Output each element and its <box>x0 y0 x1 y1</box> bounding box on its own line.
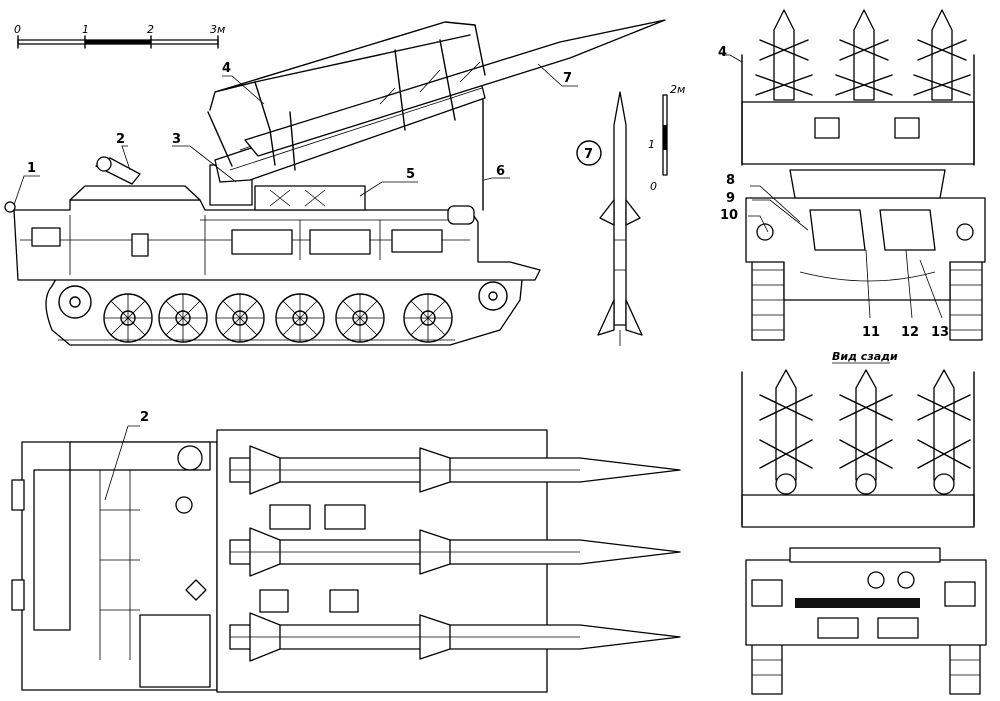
missile-tail-fins <box>597 299 643 336</box>
callout-8: 8 <box>726 173 735 188</box>
left-track-front <box>751 254 785 341</box>
callout-12: 12 <box>901 325 919 340</box>
rear-view: Вид сзади <box>741 350 987 695</box>
scale-tick-3m: 3м <box>210 23 225 36</box>
scale-tick-1: 1 <box>82 23 89 36</box>
front-view: 4 8 9 10 11 12 13 <box>718 9 986 341</box>
spotlight <box>95 156 141 185</box>
right-track-front <box>949 254 983 341</box>
missile-scale: 2м 1 0 <box>648 83 685 193</box>
missile-scale-1: 1 <box>648 138 655 151</box>
missile-wings <box>599 199 641 226</box>
launcher-rear <box>741 494 975 528</box>
rear-missiles <box>759 369 971 495</box>
callout-4-front: 4 <box>718 45 727 60</box>
missile-scale-0: 0 <box>650 180 657 193</box>
callout-13: 13 <box>931 325 949 340</box>
callout-6: 6 <box>496 164 505 179</box>
launcher-front <box>741 101 975 165</box>
missile-on-launcher <box>244 19 666 157</box>
callout-10: 10 <box>720 208 738 223</box>
missile-scale-2m: 2м <box>670 83 685 96</box>
callout-3: 3 <box>172 132 181 147</box>
missile-body <box>613 91 627 326</box>
road-wheels <box>58 281 508 343</box>
scale-tick-2: 2 <box>147 23 154 36</box>
callout-1: 1 <box>27 161 36 176</box>
top-missile-3 <box>229 612 681 662</box>
missile-detail: 7 2м 1 0 <box>576 83 685 346</box>
top-missile-2 <box>229 527 681 577</box>
callout-9: 9 <box>726 191 735 206</box>
front-missiles <box>755 9 971 101</box>
callout-7: 7 <box>563 71 572 86</box>
top-view: 2 <box>11 410 681 693</box>
side-view: 1 2 3 4 5 6 7 <box>4 19 666 346</box>
scale-tick-0: 0 <box>14 23 21 36</box>
scale-bar: 0 1 2 3м <box>14 23 225 49</box>
guard-frame <box>207 21 486 171</box>
callout-5: 5 <box>406 167 415 182</box>
missile-id-circle <box>576 140 602 166</box>
missile-id: 7 <box>584 147 593 162</box>
callout-2: 2 <box>116 132 125 147</box>
callout-2-top: 2 <box>140 410 149 425</box>
top-missile-1 <box>229 445 681 495</box>
rear-view-caption: Вид сзади <box>832 350 898 363</box>
callout-11: 11 <box>862 325 880 340</box>
callout-4: 4 <box>222 61 231 76</box>
